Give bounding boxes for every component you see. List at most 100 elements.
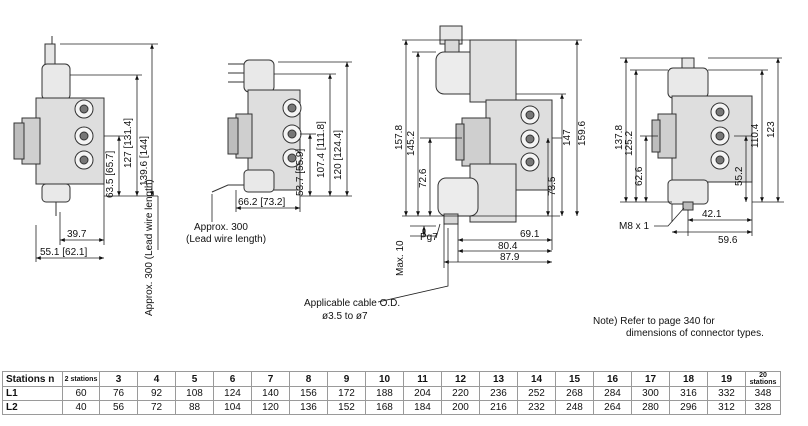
table-header-cell: 17 [631,371,670,387]
dim-a-55-1: 55.1 [62.1] [40,247,87,258]
table-header-cell: 2 stations [62,371,100,387]
stations-table: Stations n 2 stations 3 4 5 6 7 8 9 10 1… [2,371,781,415]
lead-wire-note-b: Approx. 300 (Lead wire length) [186,222,266,245]
table-row-l1: L1 60 76 92 108 124 140 156 172 188 204 … [2,386,781,401]
table-header-cell: 13 [479,371,518,387]
table-header-cell: 16 [593,371,632,387]
dim-c-pg7: Pg7 [420,232,438,243]
table-cell: 248 [555,400,594,415]
dim-b-107-4: 107.4 [111.8] [316,121,327,178]
dimension-drawing: 63.5 [65.7] 127 [131.4] 139.6 [144] 39.7… [13,25,784,322]
dim-d-42-1: 42.1 [702,209,722,220]
table-cell: 252 [517,386,556,401]
table-cell: 200 [441,400,480,415]
table-header-cell: 5 [175,371,214,387]
cable-note-line2: ø3.5 to ø7 [322,311,368,322]
dim-b-120: 120 [124.4] [333,130,344,180]
dim-d-55-2: 55.2 [734,166,745,186]
table-header-cell: Stations n [2,371,63,387]
table-cell: 184 [403,400,442,415]
lead-wire-note-a: Approx. 300 (Lead wire length) [144,179,155,316]
table-header-cell: 19 [707,371,746,387]
note-line-1: Note) Refer to page 340 for [593,316,715,327]
table-cell: 188 [365,386,404,401]
table-cell: 104 [213,400,252,415]
table-header-cell: 11 [403,371,442,387]
dim-a-139-6: 139.6 [144] [139,136,150,186]
table-cell: 280 [631,400,670,415]
dim-c-72-6: 72.6 [418,168,429,188]
table-cell: 172 [327,386,366,401]
dim-b-53-7: 53.7 [55.9] [295,149,306,196]
dimension-lines-a [35,43,159,262]
table-header-cell: 9 [327,371,366,387]
valve-view-c [435,25,553,225]
reference-note: Note) Refer to page 340 for dimensions o… [593,316,764,340]
table-cell: 348 [745,386,781,401]
dim-a-63-5: 63.5 [65.7] [105,151,116,198]
table-cell: 204 [403,386,442,401]
cable-note: Applicable cable O.D. ø3.5 to ø7 [304,298,403,322]
table-cell: 312 [707,400,746,415]
dim-d-123: 123 [766,121,777,138]
table-header-row: Stations n 2 stations 3 4 5 6 7 8 9 10 1… [2,371,781,387]
dim-d-137-8: 137.8 [614,125,625,150]
table-cell: 216 [479,400,518,415]
dim-d-125-2: 125.2 [624,131,635,156]
table-cell: 108 [175,386,214,401]
table-cell: 152 [327,400,366,415]
table-header-cell: 18 [669,371,708,387]
dim-d-m8: M8 x 1 [619,221,649,232]
table-cell: 332 [707,386,746,401]
dim-a-127: 127 [131.4] [123,118,134,168]
dim-b-66-2: 66.2 [73.2] [238,197,285,208]
dim-c-157-8: 157.8 [394,125,405,150]
dimension-lines-b [211,61,352,222]
table-header-cell: 3 [99,371,138,387]
dim-c-147: 147 [562,129,573,146]
table-cell: L2 [2,400,63,415]
table-header-cell: 14 [517,371,556,387]
table-header-cell: 4 [137,371,176,387]
dim-d-59-6: 59.6 [718,235,738,246]
dim-c-87-9: 87.9 [500,252,520,263]
table-cell: 284 [593,386,632,401]
table-header-cell: 15 [555,371,594,387]
dim-c-159-6: 159.6 [577,121,588,146]
table-cell: 300 [631,386,670,401]
table-cell: 124 [213,386,252,401]
table-cell: 156 [289,386,328,401]
table-row-l2: L2 40 56 72 88 104 120 136 152 168 184 2… [2,400,781,415]
table-cell: 60 [62,386,100,401]
table-header-cell: 8 [289,371,328,387]
dimension-lines-d [620,57,784,236]
table-cell: 76 [99,386,138,401]
lead-wire-note-b-line2: (Lead wire length) [186,234,266,245]
dim-c-145-2: 145.2 [406,131,417,156]
table-header-cell: 7 [251,371,290,387]
table-header-cell: 10 [365,371,404,387]
table-cell: 232 [517,400,556,415]
table-cell: 236 [479,386,518,401]
valve-view-b [211,59,302,193]
table-cell: 316 [669,386,708,401]
dim-a-39-7: 39.7 [67,229,87,240]
dim-d-110-4: 110.4 [750,123,761,148]
table-cell: 88 [175,400,214,415]
table-cell: 328 [745,400,781,415]
dim-c-69-1: 69.1 [520,229,540,240]
valve-view-d [651,57,753,211]
table-cell: L1 [2,386,63,401]
note-line-2: dimensions of connector types. [626,328,764,339]
dim-c-max-10: Max. 10 [395,240,406,276]
table-cell: 120 [251,400,290,415]
table-cell: 168 [365,400,404,415]
dim-c-73-5: 73.5 [547,176,558,196]
table-cell: 56 [99,400,138,415]
table-cell: 92 [137,386,176,401]
table-cell: 296 [669,400,708,415]
table-cell: 72 [137,400,176,415]
dim-c-80-4: 80.4 [498,241,518,252]
table-cell: 140 [251,386,290,401]
dim-d-62-6: 62.6 [634,166,645,186]
